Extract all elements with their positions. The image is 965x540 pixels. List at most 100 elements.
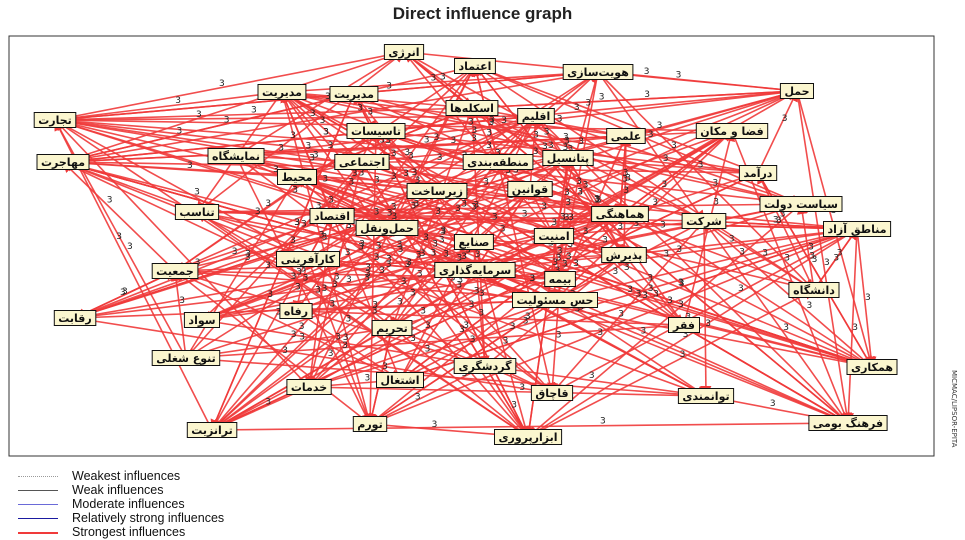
influence-edge: [54, 67, 600, 121]
graph-node[interactable]: فضا و مکان: [695, 123, 769, 139]
graph-node[interactable]: اسکله‌ها: [445, 100, 499, 116]
node-label: تنوع شغلی: [156, 352, 216, 365]
edge-weight-label: 3: [310, 109, 316, 119]
graph-node[interactable]: اشتغال: [376, 372, 424, 388]
edge-weight-label: 3: [622, 175, 628, 185]
graph-node[interactable]: محیط: [277, 169, 317, 185]
graph-node[interactable]: اقتصاد: [309, 208, 355, 224]
graph-node[interactable]: شرکت: [681, 213, 727, 229]
graph-node[interactable]: هماهنگی: [591, 206, 649, 222]
graph-node[interactable]: تورم: [352, 416, 388, 432]
graph-node[interactable]: حمل: [779, 83, 815, 99]
graph-node[interactable]: تحریم: [371, 320, 413, 336]
graph-node[interactable]: علمی: [606, 128, 646, 144]
node-box-frame: [544, 271, 576, 287]
graph-node[interactable]: صنایع: [454, 234, 494, 250]
graph-node[interactable]: اقلیم: [517, 108, 555, 124]
graph-node[interactable]: مدیریت: [257, 84, 307, 100]
graph-node[interactable]: خدمات: [286, 379, 332, 395]
influence-edge: [196, 211, 557, 304]
node-label: سیاست دولت: [764, 198, 838, 211]
graph-node[interactable]: پتانسیل: [542, 150, 594, 166]
edge-weight-label: 3: [552, 258, 558, 268]
node-box-frame: [494, 429, 563, 445]
graph-node[interactable]: گردشگری: [453, 358, 517, 374]
edge-weight-label: 3: [120, 288, 126, 298]
graph-node[interactable]: دانشگاه: [788, 282, 840, 298]
graph-node[interactable]: سیاست دولت: [759, 196, 843, 212]
graph-node[interactable]: بیمه: [544, 271, 576, 287]
graph-node[interactable]: جمعیت: [151, 263, 199, 279]
influence-edge: [330, 214, 849, 424]
graph-node[interactable]: زیرساخت: [406, 183, 468, 199]
graph-node[interactable]: تناسب: [174, 204, 220, 220]
edge-weight-label: 3: [865, 293, 871, 303]
graph-node[interactable]: قاچاق: [530, 385, 574, 401]
edge-weight-label: 3: [403, 169, 409, 179]
graph-node[interactable]: درآمد: [738, 165, 778, 181]
graph-node[interactable]: حس مسئولیت: [512, 292, 598, 308]
graph-node[interactable]: تنوع شغلی: [151, 350, 221, 366]
influence-edge: [703, 220, 873, 368]
graph-node[interactable]: اعتماد: [454, 58, 496, 74]
graph-node[interactable]: امنیت: [533, 228, 575, 244]
influence-edge: [281, 91, 849, 424]
graph-node[interactable]: تجارت: [33, 112, 77, 128]
edge-weight-label: 3: [291, 330, 297, 340]
graph-node[interactable]: سواد: [183, 312, 220, 328]
node-label: رفاه: [284, 305, 308, 318]
graph-node[interactable]: سرمایه‌گذاری: [434, 262, 516, 278]
edge-weight-label: 3: [443, 249, 449, 259]
node-box-frame: [186, 422, 238, 438]
influence-edge: [211, 227, 388, 431]
graph-node[interactable]: قوانین: [507, 181, 553, 197]
influence-edge: [201, 65, 476, 321]
graph-node[interactable]: مدیریت: [329, 86, 379, 102]
graph-node[interactable]: نمایشگاه: [207, 148, 265, 164]
edge-weight-label: 3: [300, 265, 306, 275]
graph-node[interactable]: اجتماعی: [334, 154, 390, 170]
graph-node[interactable]: ترانزیت: [186, 422, 238, 438]
edge-weight-label: 3: [648, 130, 654, 140]
edge-weight-label: 3: [500, 225, 506, 235]
edge-weight-label: 3: [671, 141, 677, 151]
graph-node[interactable]: رقابت: [53, 310, 97, 326]
graph-node[interactable]: همکاری: [846, 359, 898, 375]
edge-weight-label: 3: [773, 216, 779, 226]
graph-node[interactable]: توانمندی: [677, 388, 735, 404]
influence-edge: [61, 160, 707, 397]
edge-weight-label: 3: [663, 154, 669, 164]
edge-weight-label: 3: [837, 249, 843, 259]
graph-node[interactable]: کارآفرینی: [276, 251, 340, 267]
edge-weight-label: 3: [423, 233, 429, 243]
edge-weight-label: 3: [533, 131, 539, 141]
edge-weight-label: 3: [282, 346, 288, 356]
influence-edge: [296, 176, 859, 234]
graph-node[interactable]: فقر: [668, 317, 700, 333]
edge-weight-label: 3: [420, 249, 426, 259]
edge-weight-label: 3: [784, 253, 790, 263]
edge-weight-label: 3: [415, 392, 421, 402]
influence-edge: [842, 228, 858, 425]
edge-weight-label: 3: [116, 232, 122, 242]
graph-node[interactable]: حمل‌ونقل: [355, 220, 419, 236]
graph-node[interactable]: مناطق آزاد: [823, 221, 892, 237]
legend-swatch: [18, 518, 58, 519]
graph-node[interactable]: منطقه‌بندی: [462, 154, 534, 170]
edge-weight-label: 3: [290, 131, 296, 141]
edge-weight-label: 3: [636, 289, 642, 299]
edge-weight-label: 3: [565, 198, 571, 208]
graph-node[interactable]: مهاجرت: [36, 154, 90, 170]
graph-node[interactable]: ابزارپروری: [494, 429, 563, 445]
graph-node[interactable]: هویت‌سازی: [562, 64, 634, 80]
graph-node[interactable]: رفاه: [279, 303, 313, 319]
edge-weight-label: 3: [346, 275, 352, 285]
influence-edge: [211, 241, 475, 431]
graph-node[interactable]: تاسیسات: [346, 123, 406, 139]
graph-node[interactable]: پذیرش: [601, 247, 647, 263]
graph-node[interactable]: فرهنگ بومی: [808, 415, 888, 431]
edge-weight-label: 3: [290, 236, 296, 246]
edge-weight-label: 3: [563, 133, 569, 143]
influence-edge: [553, 235, 685, 326]
graph-node[interactable]: انرژی: [383, 44, 425, 60]
